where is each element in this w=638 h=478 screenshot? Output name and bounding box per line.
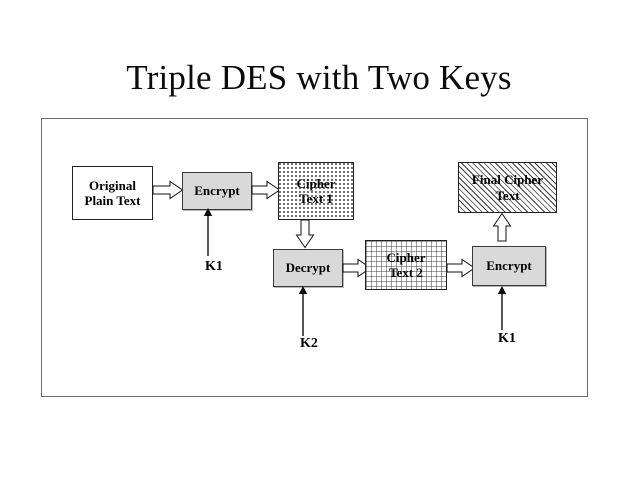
box-cipher-text-1: Cipher Text 1 <box>278 162 354 220</box>
key-arrow-1 <box>201 208 215 256</box>
box-label-line1: Original <box>89 177 136 193</box>
box-label-line1: Cipher <box>296 175 336 191</box>
box-label-line1: Cipher <box>386 249 426 265</box>
box-label-line2: Text 1 <box>299 191 333 206</box>
key-arrow-2 <box>296 286 310 336</box>
diagram-frame: Original Plain Text Encrypt Cipher Text … <box>41 118 588 397</box>
key-label-2: K2 <box>300 336 318 351</box>
box-final-cipher-text-label: Final Cipher Text <box>470 172 545 203</box>
box-cipher-text-2-label: Cipher Text 2 <box>385 250 428 281</box>
box-decrypt: Decrypt <box>273 249 343 287</box>
box-original-plain-text-label: Original Plain Text <box>83 178 143 209</box>
box-label-line2: Text 2 <box>389 265 423 280</box>
box-encrypt-1-label: Encrypt <box>194 183 240 199</box>
box-cipher-text-1-label: Cipher Text 1 <box>295 176 338 207</box>
box-encrypt-2: Encrypt <box>472 246 546 286</box>
page-title: Triple DES with Two Keys <box>126 58 512 97</box>
arrow-encrypt2-to-finalciphertext <box>492 212 512 242</box>
arrow-ciphertext2-to-encrypt2 <box>446 258 476 278</box>
box-label-line2: Plain Text <box>84 193 141 208</box>
box-decrypt-label: Decrypt <box>285 260 331 276</box>
box-encrypt-2-label: Encrypt <box>486 258 532 274</box>
key-label-1: K1 <box>205 259 223 274</box>
box-encrypt-1: Encrypt <box>182 172 252 210</box>
key-arrow-3 <box>495 286 509 330</box>
key-label-3: K1 <box>498 331 516 346</box>
arrow-decrypt-to-ciphertext2 <box>342 258 372 278</box>
box-cipher-text-2: Cipher Text 2 <box>365 240 447 290</box>
arrow-ciphertext1-to-decrypt <box>295 219 315 249</box>
box-label-line1: Final Cipher <box>471 172 544 188</box>
box-final-cipher-text: Final Cipher Text <box>458 162 557 213</box>
arrow-plaintext-to-encrypt1 <box>152 180 184 200</box>
box-original-plain-text: Original Plain Text <box>72 166 153 220</box>
box-label-line2: Text <box>495 187 520 203</box>
arrow-encrypt1-to-ciphertext1 <box>251 180 281 200</box>
